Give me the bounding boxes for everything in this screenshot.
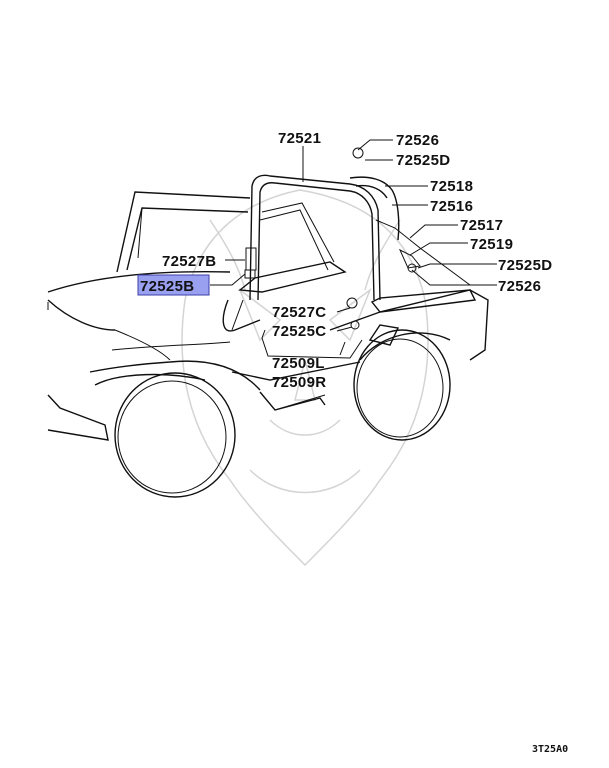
- label-72521[interactable]: 72521: [278, 130, 321, 147]
- label-72509L[interactable]: 72509L: [272, 355, 325, 372]
- part-labels: 72521 72526 72525D 72518 72516 72517 725…: [137, 130, 552, 391]
- label-72516[interactable]: 72516: [430, 198, 473, 215]
- label-72527B[interactable]: 72527B: [162, 253, 216, 270]
- label-72518[interactable]: 72518: [430, 178, 473, 195]
- label-72526-bottom[interactable]: 72526: [498, 278, 541, 295]
- label-72527C[interactable]: 72527C: [272, 304, 326, 321]
- label-72525D-bottom[interactable]: 72525D: [498, 257, 552, 274]
- roll-bar-assembly: [238, 147, 477, 346]
- label-72525B-highlighted[interactable]: 72525B: [140, 278, 194, 295]
- watermark-emblem: [181, 189, 429, 567]
- label-72525C[interactable]: 72525C: [272, 323, 326, 340]
- label-72509R[interactable]: 72509R: [272, 374, 326, 391]
- label-72526-top[interactable]: 72526: [396, 132, 439, 149]
- diagram-code: 3T25A0: [532, 744, 568, 755]
- label-72519[interactable]: 72519: [470, 236, 513, 253]
- vehicle-outline: [47, 191, 489, 498]
- leader-lines: [210, 139, 497, 359]
- label-72517[interactable]: 72517: [460, 217, 503, 234]
- highlight-box-72525B: [137, 274, 210, 296]
- label-72525D-top[interactable]: 72525D: [396, 152, 450, 169]
